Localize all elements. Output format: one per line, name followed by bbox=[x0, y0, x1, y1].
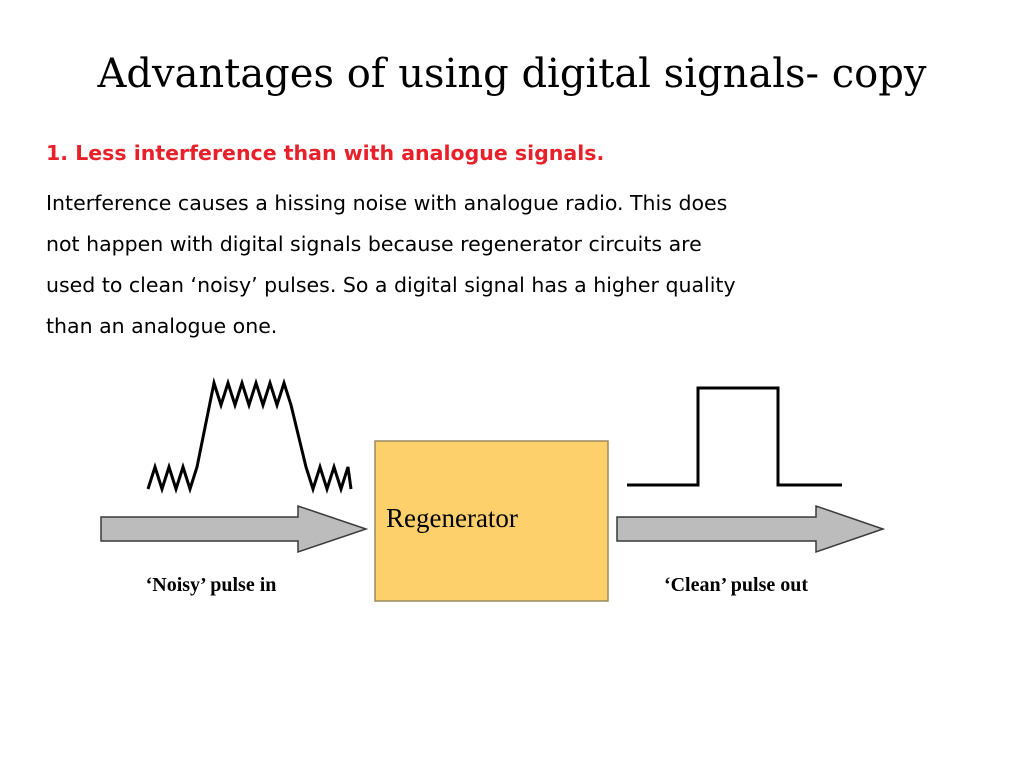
subheading: 1. Less interference than with analogue … bbox=[46, 141, 605, 165]
body-line: not happen with digital signals because … bbox=[46, 232, 702, 256]
body-line: than an analogue one. bbox=[46, 314, 278, 338]
clean-pulse-caption: ‘Clean’ pulse out bbox=[664, 574, 808, 596]
input-arrow bbox=[100, 504, 369, 554]
output-arrow bbox=[616, 504, 886, 554]
noisy-pulse-waveform bbox=[146, 377, 353, 494]
body-line: Interference causes a hissing noise with… bbox=[46, 191, 728, 215]
noisy-pulse-caption: ‘Noisy’ pulse in bbox=[146, 574, 277, 596]
regenerator-label: Regenerator bbox=[386, 503, 518, 533]
slide-title: Advantages of using digital signals- cop… bbox=[97, 51, 927, 97]
regenerator-box bbox=[374, 440, 609, 602]
regenerator-diagram: Regenerator ‘Noisy’ pulse in ‘Clean’ pul… bbox=[100, 377, 886, 602]
clean-pulse-waveform bbox=[627, 386, 842, 487]
body-line: used to clean ‘noisy’ pulses. So a digit… bbox=[46, 273, 736, 297]
body-paragraph: Interference causes a hissing noise with… bbox=[46, 183, 986, 347]
